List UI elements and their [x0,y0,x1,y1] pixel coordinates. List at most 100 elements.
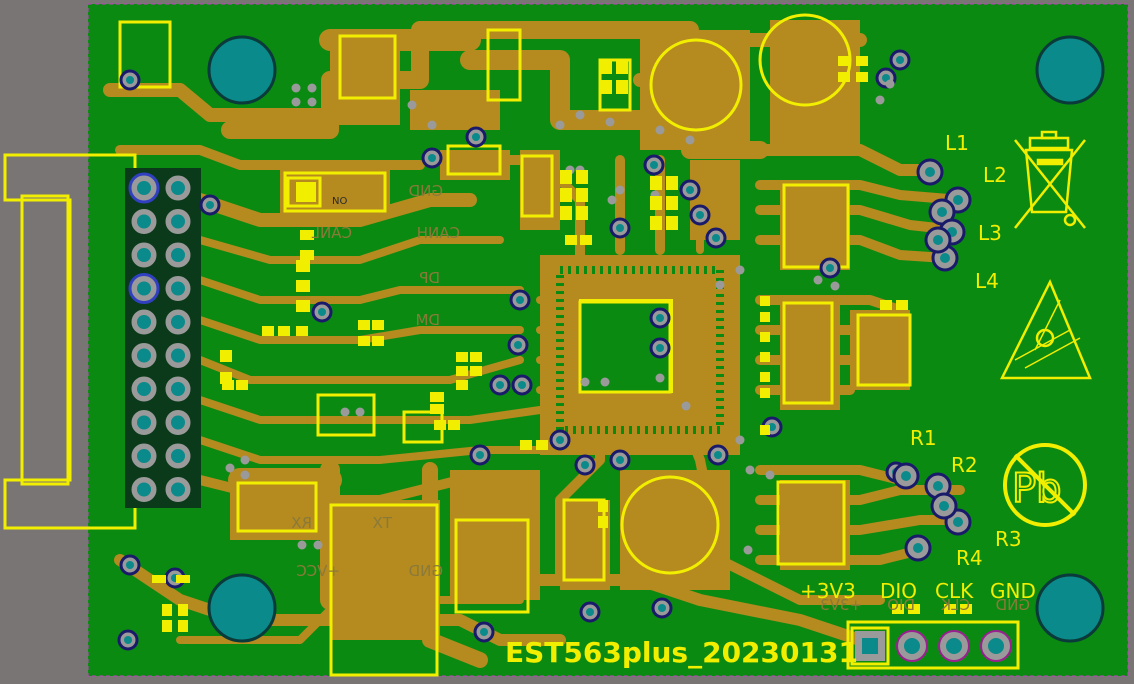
header-pin-hole [137,315,151,329]
via-hole [514,341,522,349]
microcontroller-footprint [540,255,740,455]
header-pin-hole [171,248,185,262]
resistor-pad-hole [939,501,949,511]
smd-pad [262,326,274,336]
header-pin-hole [137,482,151,497]
smd-pad [565,235,577,245]
inductor-pad-hole [953,195,963,205]
smd-pad [600,60,612,74]
smd-pad [560,188,572,202]
via-hole [896,56,904,64]
resistor-pads [892,462,972,562]
header-pin-hole [137,281,151,296]
small-via [655,125,665,135]
small-via [340,407,350,417]
label-R3: R3 [995,527,1022,551]
label-L3: L3 [978,221,1002,245]
smd-pad [838,72,850,82]
inductor-pad-hole [937,207,947,217]
small-via [555,120,565,130]
smd-pad [892,604,904,614]
smd-pad [666,216,678,230]
via-hole [686,186,694,194]
smd-pad [296,280,310,292]
via-hole [714,451,722,459]
small-via [615,185,625,195]
smd-pad [236,380,248,390]
smd-pad [650,176,662,190]
header-pin-hole [171,382,185,396]
smd-pad [430,392,444,402]
smd-pad [222,380,234,390]
via-hole [480,628,488,636]
header-pin-hole [137,415,151,430]
pb-free-icon: Pb [1003,443,1087,527]
smd-pad [650,196,662,210]
via-hole [696,211,704,219]
via-hole [658,604,666,612]
mounting-hole-top-right [1035,35,1105,105]
header-pin-hole [171,214,185,229]
small-via [607,195,617,205]
via-hole [318,308,326,316]
small-via [313,540,323,550]
smd-pad [456,366,468,376]
jumper-block: NO [296,182,347,207]
inductor-pads [916,158,972,272]
smd-pad [430,404,444,414]
pin-label-gnd: GND [990,579,1036,603]
smd-pad [598,516,608,528]
header-pin-hole [137,248,151,262]
smd-pad [856,56,868,66]
smd-pad [666,196,678,210]
smd-pad [576,206,588,220]
weee-bin-icon [1014,130,1086,229]
label-L1: L1 [945,131,969,155]
smd-pad [372,320,384,330]
header-pin-hole [171,482,185,497]
via-hole [428,154,436,162]
header-pin-hole [171,449,185,463]
smd-pad [600,80,612,94]
smd-pad [598,500,608,512]
small-via [291,97,301,107]
mirror-gnd-bot: GND [409,562,443,580]
smd-pad [616,80,628,94]
via-hole [616,456,624,464]
mirror-gnd-top: GND [409,182,443,200]
via-hole [126,561,134,569]
small-via [580,377,590,387]
silkscreen-text: L1 L2 L3 L4 R1 R2 R3 R4 +3V3 DIO CLK GND… [505,131,1036,669]
label-R2: R2 [951,453,978,477]
via-hole [556,436,564,444]
smd-pad [278,326,290,336]
mounting-hole-bottom-right [1035,573,1105,643]
smd-pad [470,366,482,376]
smd-pad [576,170,588,184]
small-via [813,275,823,285]
small-via [885,79,895,89]
mirror-rx: RX [291,514,312,532]
vias [117,49,929,651]
header-pin-hole [171,281,185,296]
via-hole [206,201,214,209]
via-hole [472,133,480,141]
smd-pad [536,440,548,450]
via-hole [656,314,664,322]
smd-pad [456,352,468,362]
mirror-tx: TX [373,514,393,532]
mounting-hole-bottom-left [207,573,277,643]
resistor-pad-hole [933,481,943,491]
header-pin-hole [171,315,185,329]
mounting-holes [207,35,1105,643]
via-hole [126,76,134,84]
smd-pad [560,206,572,220]
via-hole [656,344,664,352]
smd-pad [520,440,532,450]
small-via [605,117,615,127]
pin-header-2x10 [125,168,201,508]
label-R4: R4 [956,546,983,570]
smd-pad [560,170,572,184]
